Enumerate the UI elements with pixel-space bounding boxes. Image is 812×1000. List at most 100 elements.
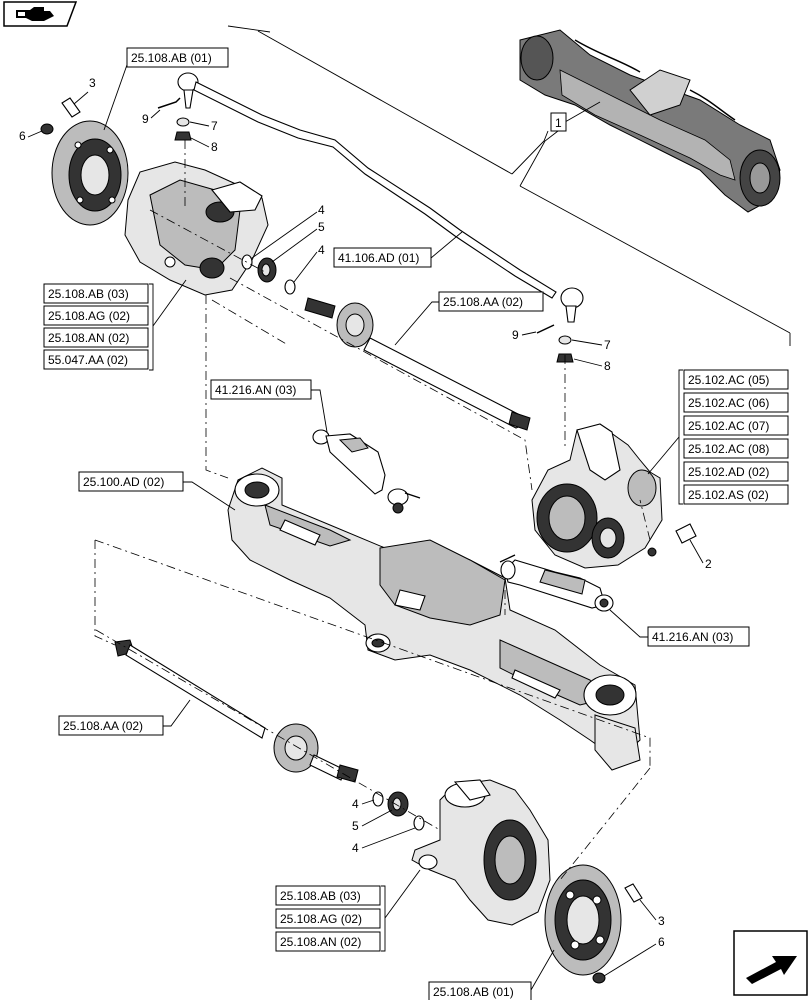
callout-shaft-top-aa02[interactable]: 25.108.AA (02)	[443, 295, 523, 309]
callout-hub-left-ag02[interactable]: 25.108.AG (02)	[48, 309, 130, 323]
assembly-line	[149, 209, 266, 273]
callout-diff-ac05[interactable]: 25.102.AC (05)	[688, 373, 769, 387]
item-number: 7	[604, 338, 611, 352]
callout-box[interactable]	[275, 885, 381, 906]
tie-rod	[193, 81, 584, 323]
pin-top	[157, 97, 181, 109]
leader-line	[361, 809, 393, 827]
callout-hub-bottom-an02[interactable]: 25.108.AN (02)	[280, 935, 361, 949]
leader-line	[573, 358, 603, 367]
callout-hub-top-ab01[interactable]: 25.108.AB (01)	[131, 51, 212, 65]
callout-tie-rod[interactable]: 41.106.AD (01)	[338, 251, 419, 265]
leader-line	[530, 949, 555, 991]
hand-pointer-icon[interactable]	[3, 1, 78, 27]
callout-box[interactable]	[43, 349, 149, 370]
assembly-line	[211, 299, 289, 346]
callout-box[interactable]	[683, 484, 789, 505]
leader-line	[361, 827, 416, 849]
item-number: 2	[705, 557, 712, 571]
ring-top-b	[284, 279, 296, 295]
callout-box[interactable]	[438, 291, 544, 312]
bolt-bottom-right	[624, 883, 643, 903]
bottom-hub-cover	[544, 864, 622, 976]
callout-hub-left-an02[interactable]: 25.108.AN (02)	[48, 331, 129, 345]
leader-line	[511, 130, 549, 175]
item-number: 9	[142, 112, 149, 126]
item-number: 3	[658, 914, 665, 928]
callout-box[interactable]	[43, 283, 149, 304]
leader-line	[564, 101, 601, 123]
callout-box[interactable]	[683, 438, 789, 459]
callout-diff-ac07[interactable]: 25.102.AC (07)	[688, 419, 769, 433]
frame-line	[227, 25, 271, 33]
leader-line	[293, 251, 318, 283]
leader-line	[150, 109, 161, 119]
item-number: 7	[211, 119, 218, 133]
bottom-drive-shaft	[114, 639, 359, 783]
steering-cylinder-top	[312, 429, 421, 514]
item-number: 4	[318, 243, 325, 257]
leader-line	[639, 899, 657, 921]
leader-line	[190, 137, 210, 148]
callout-box[interactable]	[275, 931, 381, 952]
item-number: 8	[604, 359, 611, 373]
callout-hub-bottom-ab03[interactable]: 25.108.AB (03)	[280, 889, 361, 903]
assembly-line	[229, 277, 533, 491]
pin-right	[536, 324, 555, 334]
item-number: 3	[89, 76, 96, 90]
ring-bottom-b	[413, 815, 425, 831]
callout-box[interactable]	[126, 47, 229, 68]
gear-bottom	[387, 791, 409, 817]
leader-line	[251, 211, 318, 259]
leader-line	[603, 943, 657, 977]
callout-hub-left-ab03[interactable]: 25.108.AB (03)	[48, 287, 129, 301]
assembly-line	[94, 539, 651, 768]
callout-axle-housing[interactable]: 25.100.AD (02)	[83, 475, 164, 489]
callout-group-left: 25.108.AB (03) 25.108.AG (02) 25.108.AN …	[43, 279, 187, 371]
callout-diff-ad02[interactable]: 25.102.AD (02)	[688, 465, 769, 479]
callout-box[interactable]	[43, 327, 149, 348]
steering-cylinder-right	[499, 554, 614, 612]
callout-hub-bottom-ag02[interactable]: 25.108.AG (02)	[280, 912, 362, 926]
callout-box[interactable]	[683, 369, 789, 390]
tie-rod-end-top	[177, 72, 199, 109]
callout-box[interactable]	[683, 415, 789, 436]
callout-group-bottom: 25.108.AB (03) 25.108.AG (02) 25.108.AN …	[275, 869, 421, 952]
top-steering-knuckle	[124, 161, 269, 296]
bolt-top-left	[61, 97, 81, 118]
bolt-diff	[647, 523, 697, 557]
callout-box[interactable]	[58, 715, 164, 736]
callout-diff-ac08[interactable]: 25.102.AC (08)	[688, 442, 769, 456]
callout-box[interactable]	[43, 305, 149, 326]
leader-line	[571, 339, 603, 346]
callout-box[interactable]	[210, 379, 312, 400]
callout-cylinder-right[interactable]: 41.216.AN (03)	[652, 630, 733, 644]
callout-box[interactable]	[78, 471, 184, 492]
callout-diff-as02[interactable]: 25.102.AS (02)	[688, 488, 769, 502]
top-drive-shaft	[304, 297, 531, 431]
callout-diff-ac06[interactable]: 25.102.AC (06)	[688, 396, 769, 410]
arrow-next-icon[interactable]	[733, 930, 808, 996]
leader-line	[519, 130, 559, 187]
callout-box[interactable]	[683, 392, 789, 413]
callout-cover-bottom-ab01[interactable]: 25.108.AB (01)	[433, 985, 514, 999]
washer-nut-top	[174, 117, 192, 141]
callout-box[interactable]	[275, 908, 381, 929]
leader-line	[394, 301, 439, 346]
assembly-line	[95, 629, 441, 831]
item-number: 9	[512, 328, 519, 342]
callout-box[interactable]	[647, 626, 750, 647]
callout-shaft-left-aa02[interactable]: 25.108.AA (02)	[63, 719, 143, 733]
item-number: 6	[658, 935, 665, 949]
leader-line	[311, 389, 328, 433]
assembly-ref-label: 1	[555, 116, 562, 130]
callout-box[interactable]	[428, 981, 532, 1000]
leader-line	[271, 228, 318, 263]
callout-cylinder-top[interactable]: 41.216.AN (03)	[215, 383, 296, 397]
assembly-line	[205, 295, 229, 479]
callout-box[interactable]	[683, 461, 789, 482]
callout-hub-left-55047[interactable]: 55.047.AA (02)	[48, 353, 128, 367]
axle-assembly-thumbnail	[519, 29, 781, 213]
frame-line	[519, 185, 791, 334]
leader-line	[609, 609, 648, 638]
